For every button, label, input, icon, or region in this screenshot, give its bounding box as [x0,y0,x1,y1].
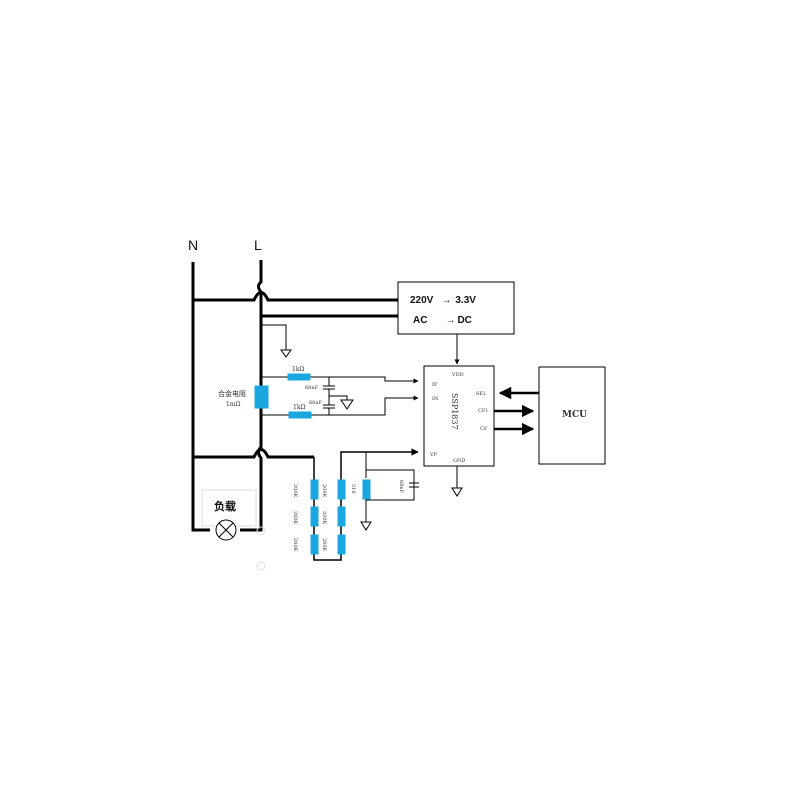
ground-icon [280,349,292,358]
pin-sel: SEL [476,391,487,397]
shunt-name: 合金电阻 [218,389,246,398]
divider-label: 200K [321,511,327,525]
pin-vdd: VDD [451,372,464,378]
lamp-icon [215,519,237,541]
ip-wire [261,376,419,384]
resistor-bottom [288,411,312,419]
divider-label: 200K [292,484,298,498]
divider-resistors [310,479,371,555]
neutral-wire [191,262,210,532]
resistor-bottom-label: 1kΩ [293,404,305,411]
pin-vp: VP [429,452,438,458]
resistor-top-label: 1kΩ [292,366,304,373]
ground-wire [261,324,287,350]
cap1-label: 68nF [305,385,319,391]
converter-feed-n [193,291,398,302]
live-label: L [254,237,262,253]
filter-capacitors [323,377,348,415]
cap2-label: 68nF [309,400,323,406]
sense-network [365,452,419,522]
shunt-value: 1mΩ [226,401,241,408]
pin-cf: CF [480,426,488,432]
in-wire [261,395,419,416]
neutral-label: N [188,237,198,253]
converter-box [397,281,515,335]
mcu-label: MCU [562,410,587,420]
divider-label: 200K [321,484,327,498]
resistor-510 [362,479,371,500]
divider-label: 200K [321,538,327,552]
ssp1837-chip [423,365,495,467]
pin-gnd: GND [453,458,465,464]
load-label: 负载 [214,499,236,513]
shunt-resistor [254,385,269,409]
pin-ip: IP [432,382,438,388]
cap3-label: 68nF [398,480,404,494]
resistor-top [287,373,311,381]
pin-cf1: CF1 [478,408,488,414]
svg-text:220V→3.3V: 220V→3.3V [410,295,476,306]
divider-label: 200K [292,511,298,525]
svg-text:AC→DC: AC→DC [413,315,472,326]
mcu-box [538,366,606,465]
pin-in: IN [432,396,439,402]
ground-icon [340,399,354,410]
chip-name: SSP1837 [450,393,459,430]
divider-feed [193,448,314,459]
divider-label: 200K [292,538,298,552]
ground-icon [360,521,372,531]
ground-icon [451,487,463,497]
sense-resistor-label: 510 [350,484,356,494]
